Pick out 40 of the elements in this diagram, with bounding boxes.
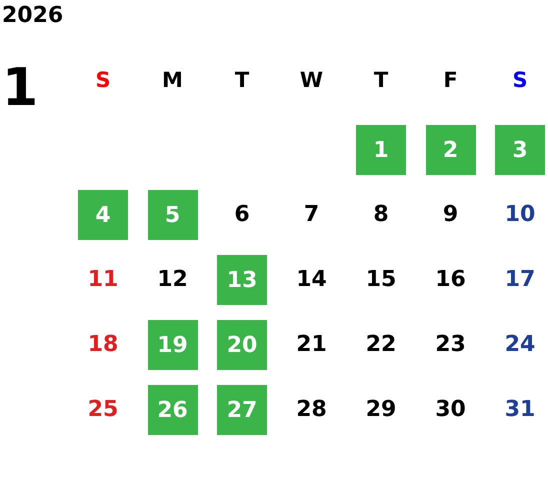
date-number: 25: [86, 396, 120, 424]
weekday-header: W: [298, 66, 324, 94]
date-number: 14: [295, 266, 328, 294]
date-number: 8: [372, 201, 390, 229]
date-number: 6: [233, 201, 251, 229]
date-number: 18: [86, 331, 120, 359]
month-number: 1: [2, 62, 38, 114]
date-number: 24: [504, 331, 536, 359]
highlighted-date: 1: [356, 125, 406, 175]
date-number: 11: [86, 266, 120, 294]
date-number: 17: [504, 266, 536, 294]
highlighted-date: 13: [217, 255, 267, 305]
weekday-header: F: [442, 66, 459, 94]
date-number: 7: [302, 201, 320, 229]
highlighted-date: 19: [148, 320, 198, 370]
date-number: 9: [442, 201, 460, 229]
date-number: 12: [156, 266, 189, 294]
date-number: 22: [364, 331, 398, 359]
weekday-header: S: [94, 66, 112, 94]
highlighted-date: 5: [148, 190, 198, 240]
weekday-header: S: [511, 66, 529, 94]
highlighted-date: 3: [495, 125, 545, 175]
date-number: 28: [295, 396, 328, 424]
highlighted-date: 26: [148, 385, 198, 435]
year-heading: 2026: [2, 3, 64, 28]
highlighted-date: 4: [78, 190, 128, 240]
date-number: 15: [364, 266, 398, 294]
highlighted-date: 2: [426, 125, 476, 175]
date-number: 30: [434, 396, 467, 424]
date-number: 23: [434, 331, 467, 359]
date-number: 21: [295, 331, 328, 359]
weekday-header: M: [161, 66, 184, 94]
weekday-header: T: [234, 66, 250, 94]
weekday-header: T: [372, 66, 390, 94]
date-number: 31: [504, 396, 536, 424]
date-number: 16: [434, 266, 467, 294]
highlighted-date: 20: [217, 320, 267, 370]
date-number: 10: [504, 201, 536, 229]
date-number: 29: [364, 396, 398, 424]
highlighted-date: 27: [217, 385, 267, 435]
